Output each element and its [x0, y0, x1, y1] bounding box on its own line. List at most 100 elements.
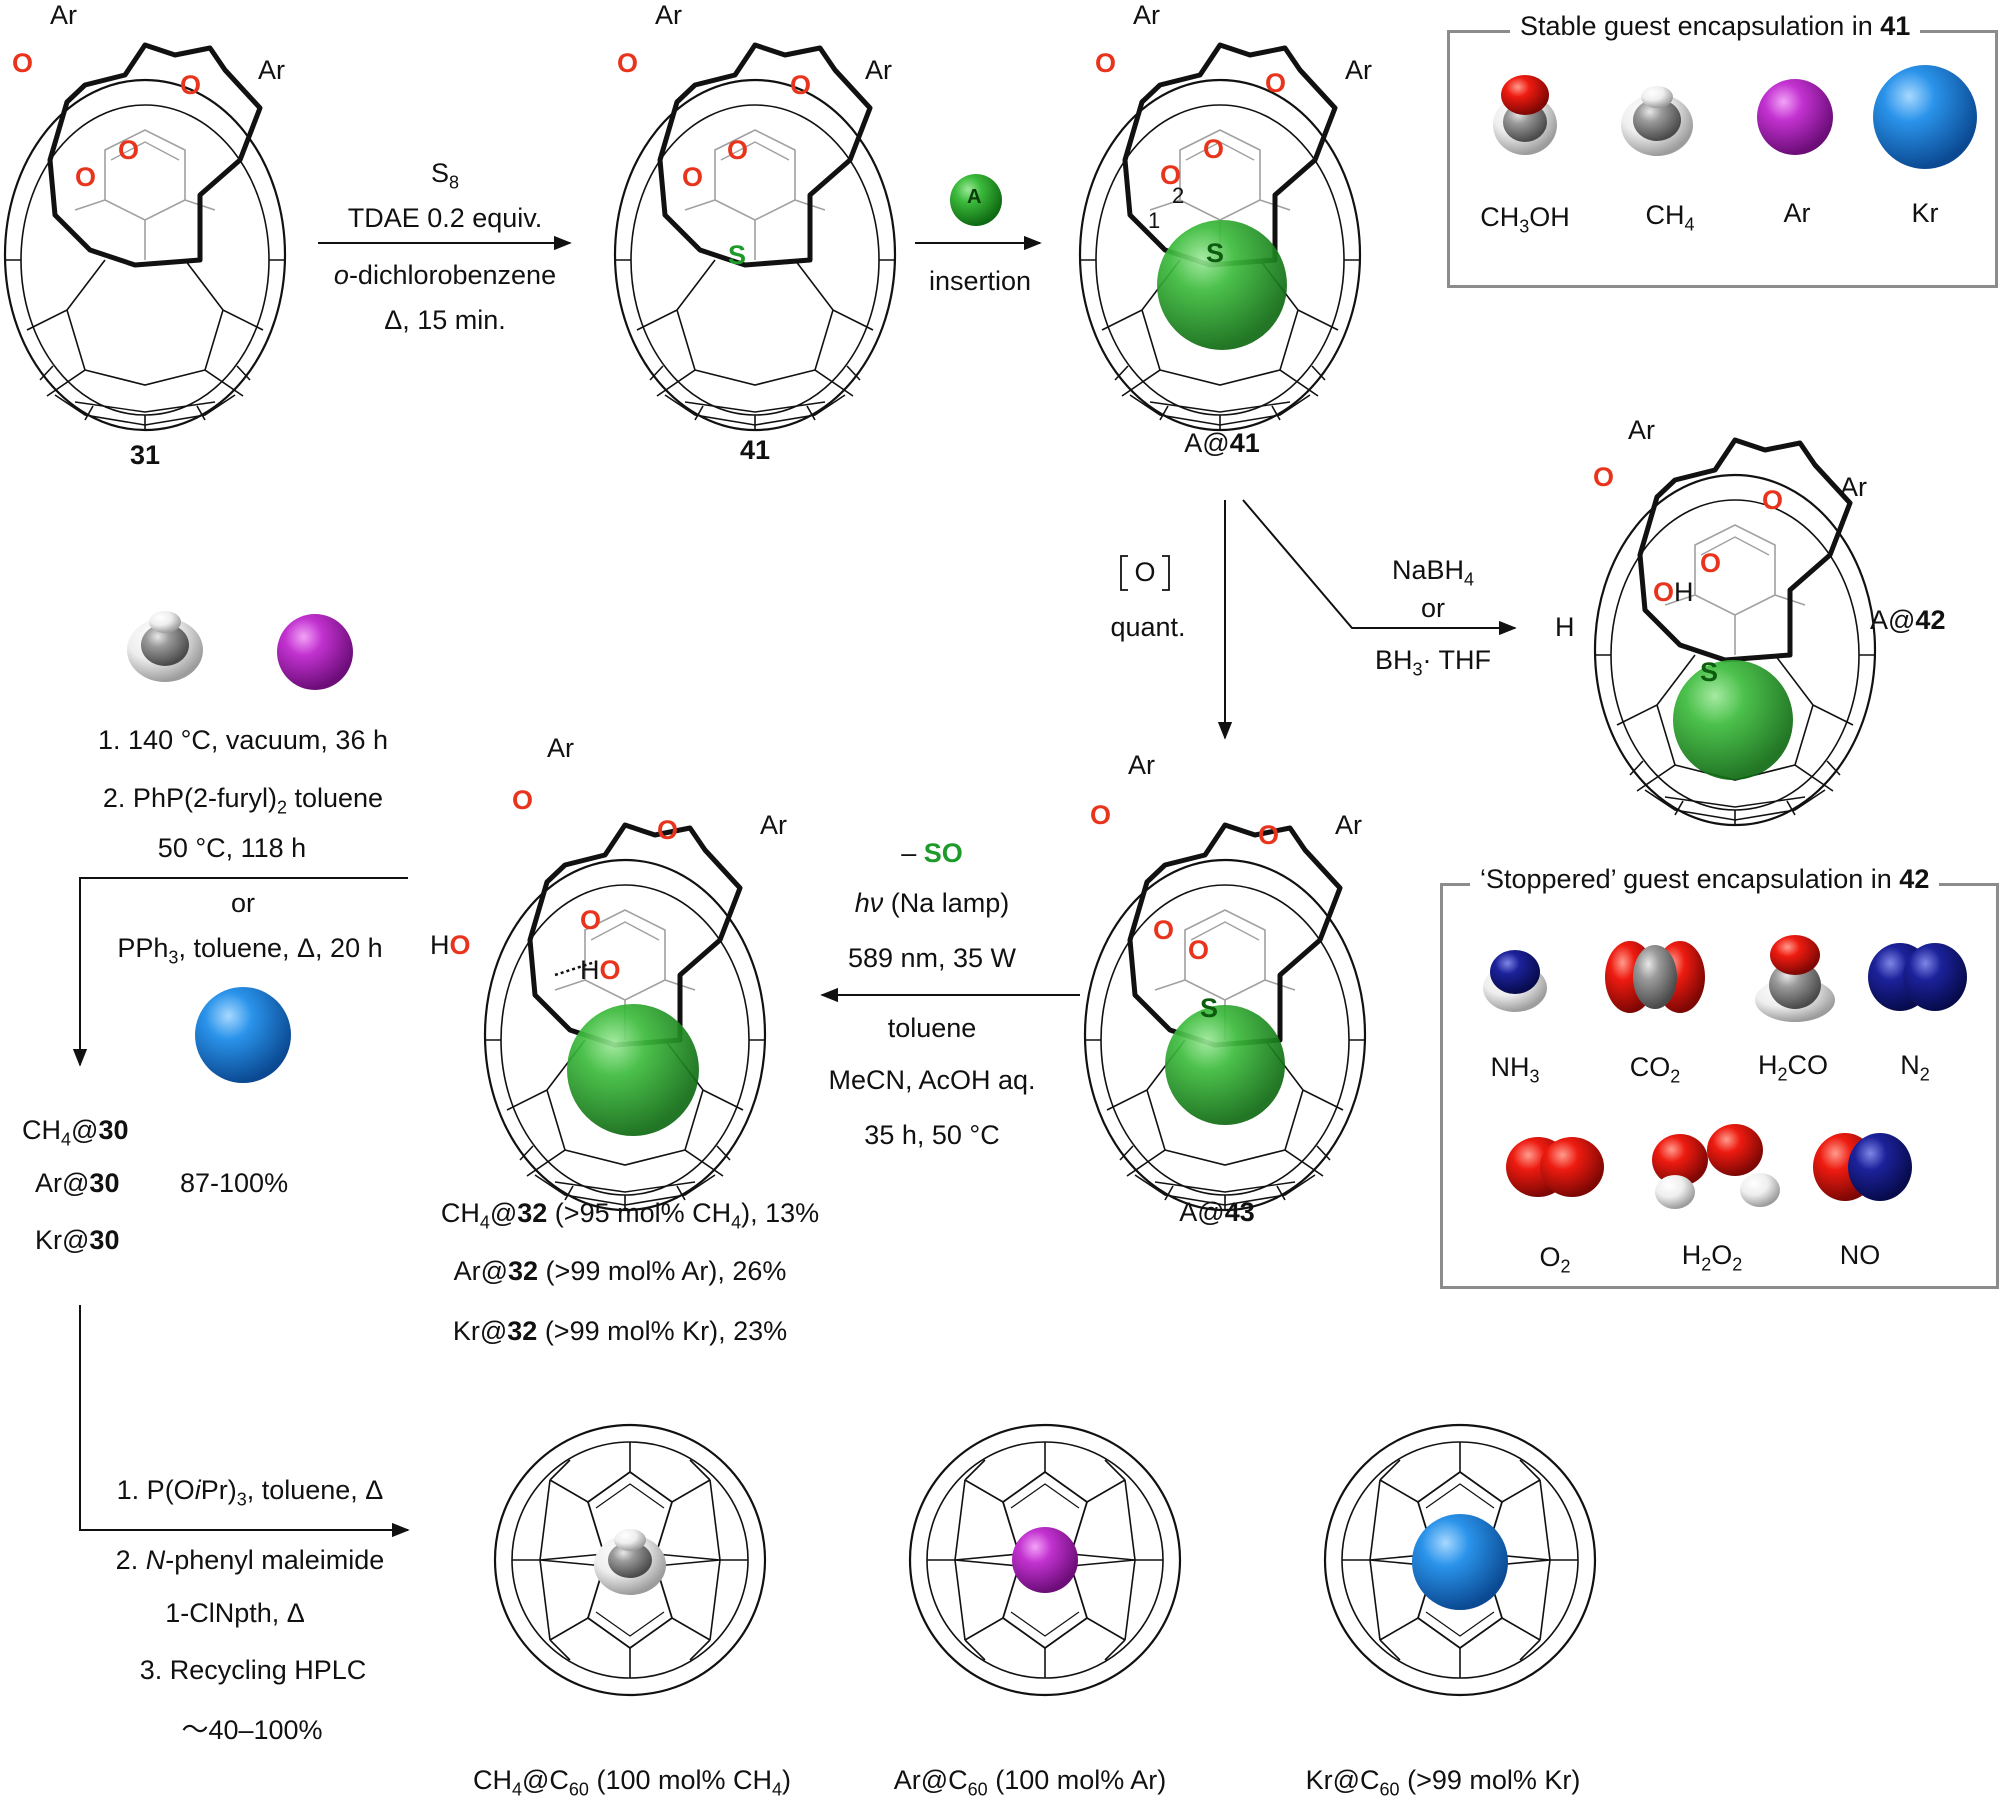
atom-o: O [1593, 462, 1615, 492]
atom-o: O [1095, 48, 1117, 78]
product-30-yield: 87-100% [180, 1168, 289, 1198]
atom-o: O [580, 905, 602, 935]
atom-o: O [1258, 820, 1280, 850]
box2-o2-model [1506, 1137, 1604, 1197]
guest-sphere-green [1165, 1005, 1285, 1125]
compound-a42-label: A@42 [1870, 605, 1946, 635]
atom-ar: Ar [1345, 55, 1372, 85]
box2-no-label: NO [1839, 1240, 1881, 1270]
box-stable-guests [1447, 30, 1998, 288]
step7-cond1: 1. P(OiPr)3, toluene, Δ [116, 1475, 384, 1510]
arrow-restoration [79, 1305, 410, 1538]
atom-o: O [1265, 68, 1287, 98]
box2-h2o2-model [1652, 1124, 1780, 1209]
box2-nh3-model [1483, 950, 1547, 1012]
atom-o: O [12, 48, 34, 78]
product-kr-32: Kr@32 (>99 mol% Kr), 23% [452, 1316, 788, 1346]
cage-32 [485, 825, 765, 1210]
step2-insertion: insertion [928, 266, 1032, 296]
box2-h2co-model [1755, 935, 1835, 1022]
compound-a41-label: A@41 [1184, 428, 1260, 458]
atom-ho: HO [580, 955, 621, 985]
atom-o: O [1762, 485, 1784, 515]
step4-bh3thf: BH3· THF [1374, 645, 1492, 680]
atom-h: H [1555, 612, 1575, 642]
atom-ar: Ar [1840, 472, 1867, 502]
step1-tdae: TDAE 0.2 equiv. [347, 203, 543, 233]
guest-sphere-green [1157, 220, 1287, 350]
cage-a43 [1085, 825, 1365, 1210]
c60-ar-label: Ar@C60 (100 mol% Ar) [893, 1765, 1167, 1800]
product-ch4-32: CH4@32 (>95 mol% CH4), 13% [440, 1198, 820, 1233]
atom-o: O [727, 135, 749, 165]
product-ar-32: Ar@32 (>99 mol% Ar), 26% [453, 1256, 787, 1286]
locant-1: 1 [1148, 208, 1161, 233]
atom-o: O [118, 135, 140, 165]
atom-ar: Ar [655, 0, 682, 30]
box1-kr-model [1873, 65, 1977, 169]
compound-41-label: 41 [739, 435, 771, 465]
step1-s8: S8 [430, 158, 460, 193]
step6-cond4: PPh3, toluene, Δ, 20 h [117, 933, 383, 968]
atom-o: O [790, 70, 812, 100]
atom-o: O [657, 815, 679, 845]
guest-ar-step6 [277, 614, 353, 690]
atom-o: O [1090, 800, 1112, 830]
atom-ar: Ar [50, 0, 77, 30]
box2-h2co-label: H2CO [1757, 1050, 1829, 1085]
step5-so-loss: – SO [901, 838, 963, 868]
atom-o: O [1700, 548, 1722, 578]
c60-kr-label: Kr@C60 (>99 mol% Kr) [1305, 1765, 1581, 1800]
compound-31-label: 31 [129, 440, 161, 470]
product-kr-30: Kr@30 [35, 1225, 120, 1255]
box1-ch4-model [1621, 86, 1693, 156]
step4-nabh4: NaBH4 [1391, 555, 1475, 590]
box2-n2-label: N2 [1900, 1050, 1930, 1085]
step1-solvent: o-dichlorobenzene [333, 260, 557, 290]
step6-cond2: 2. PhP(2-furyl)2 toluene [102, 783, 384, 818]
c60-kr [1323, 1423, 1597, 1697]
step6-cond3: 50 °C, 118 h [157, 833, 307, 863]
box2-o2-label: O2 [1539, 1242, 1571, 1277]
step7-yield: ～40–100% [181, 1715, 323, 1745]
box1-ar-label: Ar [1783, 198, 1811, 228]
atom-s: S [1700, 657, 1719, 687]
atom-o: O [1160, 160, 1182, 190]
atom-ar: Ar [865, 55, 892, 85]
box1-ar-model [1757, 79, 1833, 155]
box2-co2-model [1605, 941, 1705, 1013]
atom-ar: Ar [1628, 415, 1655, 445]
atom-o: O [512, 785, 534, 815]
box1-ch3oh-label: CH3OH [1480, 202, 1570, 237]
arrow-closure [72, 877, 408, 1067]
atom-oh: OH [1653, 577, 1694, 607]
step7-cond4: 3. Recycling HPLC [139, 1655, 367, 1685]
c60-ch4-label: CH4@C60 (100 mol% CH4) [472, 1765, 792, 1800]
guest-reagent-a [950, 174, 1002, 226]
cage-a41 [1080, 45, 1360, 430]
atom-ho: HO [430, 930, 471, 960]
box2-h2o2-label: H2O2 [1681, 1240, 1743, 1275]
product-ch4-30: CH4@30 [22, 1115, 129, 1150]
arrow-reduction [1242, 499, 1517, 636]
atom-ar: Ar [258, 55, 285, 85]
atom-ar: Ar [760, 810, 787, 840]
atom-s: S [1200, 993, 1219, 1023]
guest-sphere-green [1673, 660, 1793, 780]
guest-sphere-green [567, 1004, 699, 1136]
box2-co2-label: CO2 [1629, 1052, 1681, 1087]
box2-no-model [1813, 1133, 1912, 1201]
step6-cond1: 1. 140 °C, vacuum, 36 h [98, 725, 388, 755]
step5-wavelength: 589 nm, 35 W [847, 943, 1017, 973]
c60-ar [908, 1423, 1182, 1697]
step4-or: or [1420, 593, 1446, 623]
atom-ar: Ar [547, 733, 574, 763]
step5-mecn: MeCN, AcOH aq. [828, 1065, 1036, 1095]
atom-ar: Ar [1335, 810, 1362, 840]
box2-n2-model [1868, 943, 1967, 1011]
box1-ch3oh-model [1493, 75, 1557, 155]
reagent-a-letter: A [967, 186, 982, 208]
atom-o: O [617, 48, 639, 78]
atom-ar: Ar [1128, 750, 1155, 780]
